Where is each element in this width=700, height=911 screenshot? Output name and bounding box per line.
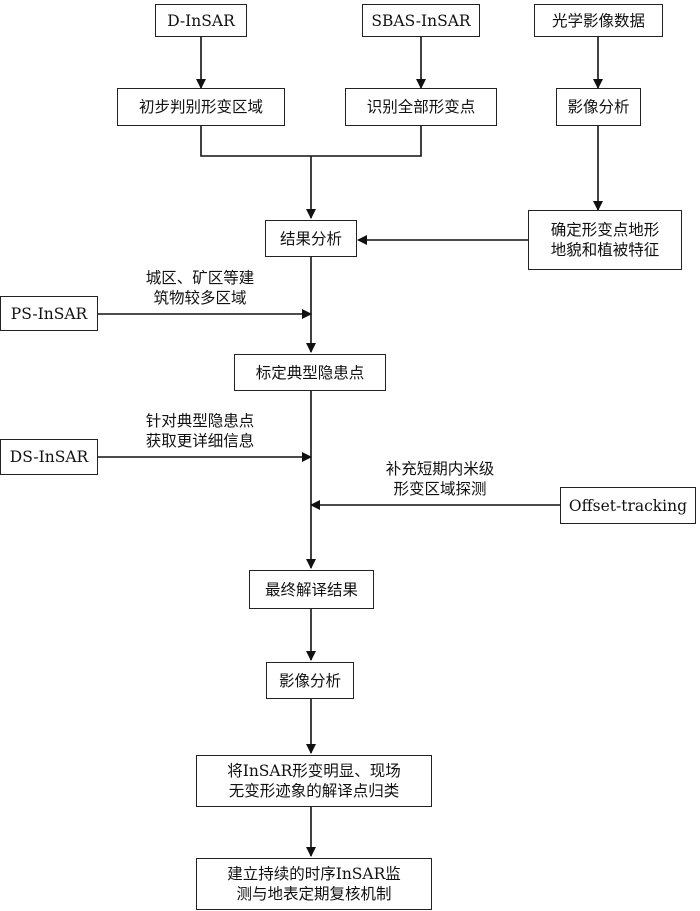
image-analysis-bottom-label: 影像分析	[278, 671, 341, 690]
mechanism-line2: 测与地表定期复核机制	[236, 885, 392, 903]
identify-points-label: 识别全部形变点	[366, 98, 476, 116]
offset-tracking-node: Offset-tracking	[560, 487, 696, 524]
image-analysis-bottom-node: 影像分析	[266, 662, 354, 699]
optical-data-node: 光学影像数据	[534, 4, 663, 37]
ps-insar-edge-label: 城区、矿区等建 筑物较多区域	[120, 268, 280, 308]
result-analysis-label: 结果分析	[279, 229, 342, 248]
result-analysis-node: 结果分析	[265, 220, 357, 257]
image-analysis-top-node: 影像分析	[556, 88, 641, 126]
ps-edge-line2: 筑物较多区域	[153, 289, 247, 307]
optical-data-label: 光学影像数据	[551, 11, 645, 30]
calibrate-points-node: 标定典型隐患点	[234, 354, 386, 391]
identify-points-node: 识别全部形变点	[345, 88, 497, 126]
confirm-terrain-line1: 确定形变点地形	[550, 221, 660, 239]
confirm-terrain-node: 确定形变点地形 地貌和植被特征	[528, 210, 682, 270]
ds-insar-edge-label: 针对典型隐患点 获取更详细信息	[120, 411, 280, 451]
classify-line2: 无变形迹象的解译点归类	[228, 782, 400, 800]
mechanism-line1: 建立持续的时序InSAR监	[227, 865, 401, 883]
calibrate-points-label: 标定典型隐患点	[255, 363, 365, 382]
ds-insar-node: DS-InSAR	[0, 439, 98, 475]
sbas-insar-node: SBAS-InSAR	[362, 4, 480, 37]
d-insar-label: D-InSAR	[167, 11, 235, 30]
confirm-terrain-line2: 地貌和植被特征	[550, 241, 660, 259]
ps-insar-node: PS-InSAR	[0, 296, 98, 331]
preliminary-area-node: 初步判别形变区域	[117, 88, 285, 126]
ds-edge-line2: 获取更详细信息	[145, 432, 255, 450]
d-insar-node: D-InSAR	[155, 4, 247, 37]
classify-node: 将InSAR形变明显、现场 无变形迹象的解译点归类	[196, 755, 432, 807]
offset-tracking-edge-label: 补充短期内米级 形变区域探测	[360, 459, 520, 499]
image-analysis-top-label: 影像分析	[567, 98, 630, 116]
ps-edge-line1: 城区、矿区等建	[145, 269, 255, 287]
classify-line1: 将InSAR形变明显、现场	[227, 762, 401, 780]
preliminary-area-label: 初步判别形变区域	[138, 98, 263, 116]
ds-edge-line1: 针对典型隐患点	[145, 412, 255, 430]
final-result-label: 最终解译结果	[264, 580, 358, 599]
mechanism-node: 建立持续的时序InSAR监 测与地表定期复核机制	[196, 858, 432, 910]
ps-insar-label: PS-InSAR	[10, 304, 88, 323]
sbas-insar-label: SBAS-InSAR	[371, 11, 471, 30]
offset-edge-line1: 补充短期内米级	[385, 460, 495, 478]
offset-tracking-label: Offset-tracking	[568, 496, 688, 515]
offset-edge-line2: 形变区域探测	[393, 480, 487, 498]
merge-line	[200, 126, 422, 157]
final-result-node: 最终解译结果	[249, 570, 374, 609]
ds-insar-label: DS-InSAR	[9, 448, 89, 466]
